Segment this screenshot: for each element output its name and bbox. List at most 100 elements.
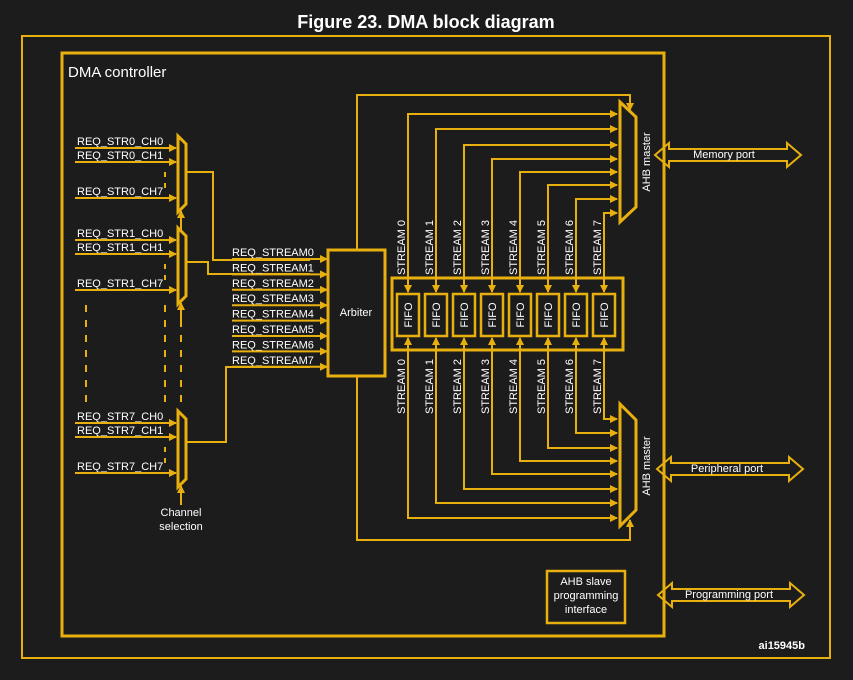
channel-request-label: REQ_STR0_CH7 — [77, 186, 163, 198]
stream-to-memory-master — [463, 141, 618, 278]
stream-label-bottom: STREAM 1 — [424, 359, 436, 414]
fifo-0: FIFO — [395, 278, 421, 350]
stream-to-peripheral-master — [575, 350, 618, 437]
stream-to-memory-master — [603, 209, 618, 278]
channel-request-label: REQ_STR1_CH0 — [77, 228, 163, 240]
fifo-label: FIFO — [431, 302, 443, 327]
stream-to-peripheral-master — [603, 350, 618, 423]
stream-to-peripheral-master — [491, 350, 618, 478]
stream-label-top: STREAM 2 — [452, 220, 464, 275]
stream-to-peripheral-master — [519, 350, 618, 465]
fifo-box — [395, 292, 421, 338]
stream-label-bottom: STREAM 6 — [564, 359, 576, 414]
figure-id: ai15945b — [759, 640, 806, 652]
channel-mux — [176, 132, 188, 216]
stream-to-memory-master — [519, 168, 618, 278]
channel-mux-layer: REQ_STR0_CH0REQ_STR0_CH1REQ_STR0_CH7REQ_… — [75, 132, 310, 505]
fifo-3: FIFO — [479, 278, 505, 350]
fifo-7: FIFO — [591, 278, 617, 350]
stream-to-peripheral-master — [547, 350, 618, 452]
stream-label-top: STREAM 7 — [592, 220, 604, 275]
ahb-slave-label-2: programming — [554, 590, 619, 602]
fifo-box — [451, 292, 477, 338]
channel-request-label: REQ_STR1_CH7 — [77, 278, 163, 290]
stream-to-memory-master — [491, 155, 618, 278]
stream-label-bottom: STREAM 7 — [592, 359, 604, 414]
arbiter-to-memory-master-line — [356, 94, 634, 250]
fifo-label: FIFO — [571, 302, 583, 327]
fifo-2: FIFO — [451, 278, 477, 350]
stream-label-top: STREAM 4 — [508, 220, 520, 275]
fifo-5: FIFO — [535, 278, 561, 350]
req-stream-label: REQ_STREAM4 — [232, 309, 314, 321]
fifo-box — [507, 292, 533, 338]
channel-request-label: REQ_STR0_CH1 — [77, 150, 163, 162]
stream-label-top: STREAM 6 — [564, 220, 576, 275]
fifo-box — [591, 292, 617, 338]
mux-output-line — [186, 366, 310, 443]
programming-port-label: Programming port — [685, 589, 773, 601]
fifo-label: FIFO — [403, 302, 415, 327]
channel-request-label: REQ_STR7_CH0 — [77, 411, 163, 423]
channel-request-label: REQ_STR7_CH7 — [77, 461, 163, 473]
fifo-box — [535, 292, 561, 338]
memory-port-label: Memory port — [693, 149, 755, 161]
ahb-master-memory-label: AHB master — [641, 132, 653, 192]
stream-to-peripheral-master — [435, 350, 618, 507]
stream-to-memory-master — [407, 110, 618, 278]
ahb-master-peripheral-label: AHB master — [641, 436, 653, 496]
channel-request-label: REQ_STR0_CH0 — [77, 136, 163, 148]
fifo-container — [390, 276, 625, 352]
ahb-slave-label-3: interface — [565, 604, 607, 616]
dma-controller-frame — [60, 51, 666, 638]
peripheral-port[interactable]: Peripheral port — [655, 454, 805, 484]
req-stream-label: REQ_STREAM2 — [232, 278, 314, 290]
channel-selection-label-1: Channel — [161, 507, 202, 519]
fifo-label: FIFO — [543, 302, 555, 327]
stream-label-top: STREAM 5 — [536, 220, 548, 275]
arbiter-to-peripheral-master-line — [356, 376, 634, 541]
stream-label-top: STREAM 0 — [396, 220, 408, 275]
channel-request-label: REQ_STR7_CH1 — [77, 425, 163, 437]
fifo-box — [563, 292, 589, 338]
stream-label-top: STREAM 1 — [424, 220, 436, 275]
req-stream-label: REQ_STREAM1 — [232, 262, 314, 274]
fifo-1: FIFO — [423, 278, 449, 350]
programming-port[interactable]: Programming port — [656, 580, 806, 610]
stream-label-bottom: STREAM 5 — [536, 359, 548, 414]
arbiter-label: Arbiter — [340, 307, 373, 319]
memory-port[interactable]: Memory port — [653, 140, 803, 170]
ahb-slave-block — [545, 569, 627, 625]
req-stream-label: REQ_STREAM5 — [232, 324, 314, 336]
ahb-master-peripheral — [618, 400, 638, 530]
stream-wiring-layer: STREAM 0 STREAM 0 STREAM 1 STREAM 1 STREAM 2… — [396, 110, 618, 522]
ahb-master-memory — [618, 98, 638, 226]
stream-to-peripheral-master — [407, 350, 618, 522]
channel-mux — [176, 407, 188, 491]
fifo-box — [479, 292, 505, 338]
req-stream-label: REQ_STREAM7 — [232, 355, 314, 367]
channel-mux — [176, 224, 188, 308]
stream-label-bottom: STREAM 3 — [480, 359, 492, 414]
channel-request-label: REQ_STR1_CH1 — [77, 242, 163, 254]
req-stream-layer: REQ_STREAM0REQ_STREAM1REQ_STREAM2REQ_STR… — [232, 247, 328, 371]
req-stream-label: REQ_STREAM0 — [232, 247, 314, 259]
fifo-4: FIFO — [507, 278, 533, 350]
req-stream-label: REQ_STREAM3 — [232, 293, 314, 305]
fifo-label: FIFO — [459, 302, 471, 327]
fifo-6: FIFO — [563, 278, 589, 350]
stream-label-bottom: STREAM 2 — [452, 359, 464, 414]
peripheral-port-label: Peripheral port — [691, 463, 763, 475]
ahb-slave-label-1: AHB slave — [560, 576, 611, 588]
dma-controller-label: DMA controller — [68, 64, 166, 81]
stream-label-bottom: STREAM 4 — [508, 359, 520, 414]
stream-to-memory-master — [547, 181, 618, 278]
fifo-label: FIFO — [515, 302, 527, 327]
channel-selection-label-2: selection — [159, 521, 202, 533]
fifo-box — [423, 292, 449, 338]
stream-label-bottom: STREAM 0 — [396, 359, 408, 414]
